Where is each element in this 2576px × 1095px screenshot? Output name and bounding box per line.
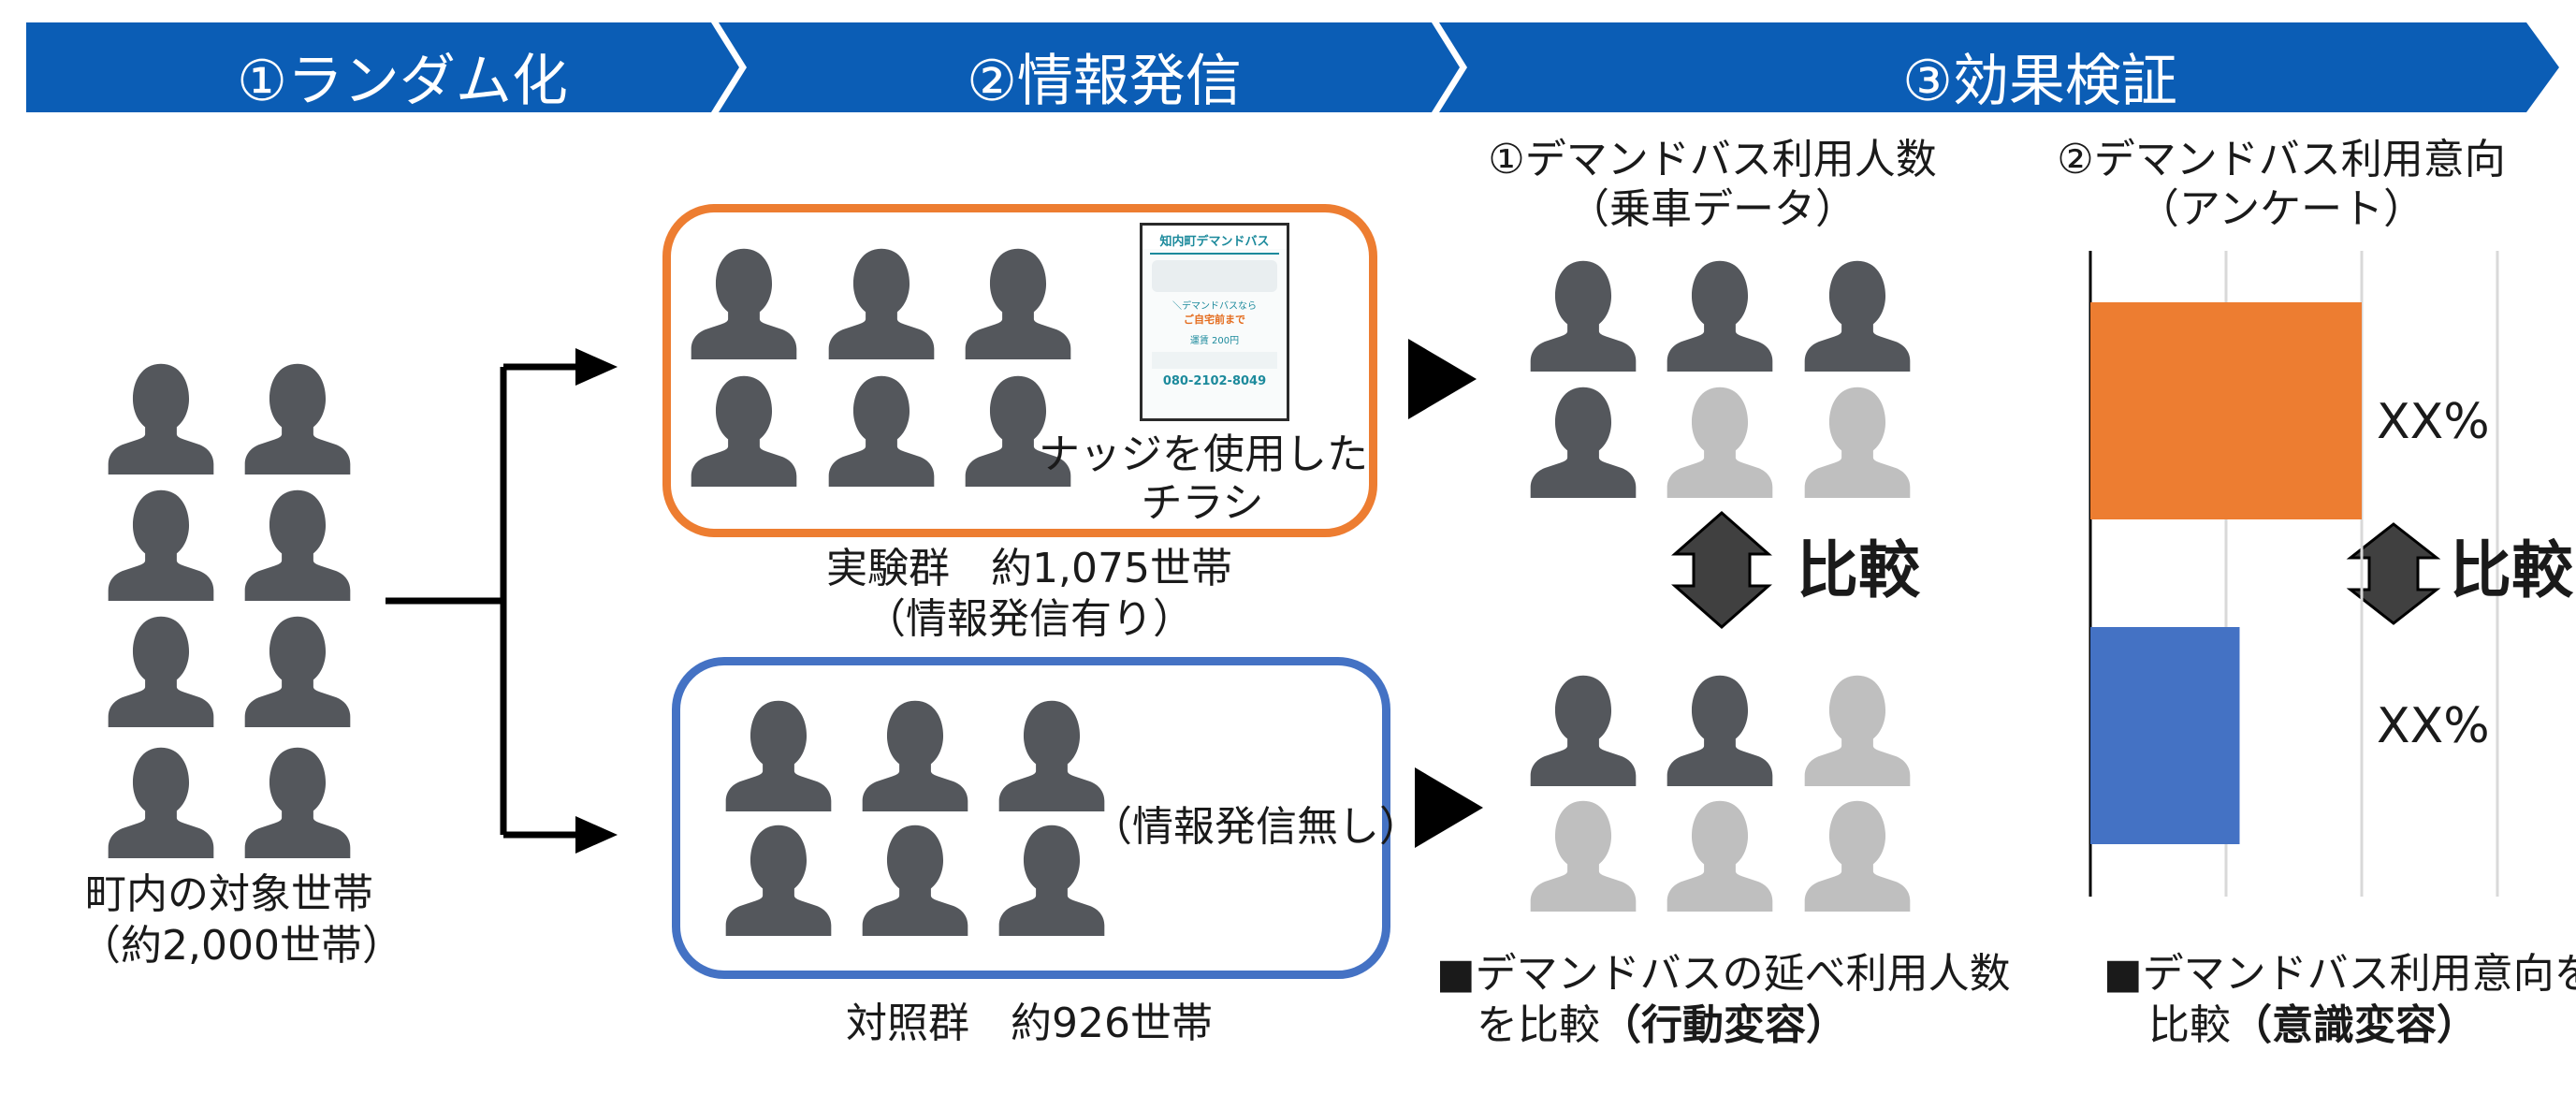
step1-label: ①ランダム化 — [237, 49, 568, 114]
verification2-note-1: ■デマンドバス利用意向を — [2103, 950, 2576, 998]
person-icon — [244, 489, 351, 601]
flyer-headline1: ＼デマンドバスなら — [1172, 301, 1257, 312]
step2-chevron — [719, 22, 1460, 112]
control-inner-label: （情報発信無し） — [1091, 803, 1420, 851]
step2-label: ②情報発信 — [967, 49, 1242, 114]
experiment-group-sublabel: （情報発信有り） — [865, 595, 1194, 643]
flyer-fare: 運賃 200円 — [1189, 336, 1240, 346]
person-icon — [244, 747, 351, 858]
verification2-title: ②デマンドバス利用意向 — [2057, 136, 2506, 183]
note2-prefix: 比較 — [2148, 1001, 2231, 1049]
population-label-2: （約2,000世帯） — [80, 922, 403, 970]
person-icon — [1804, 387, 1911, 498]
arrow-head-bottom — [575, 816, 618, 854]
pointer-triangle-bottom — [1415, 767, 1483, 848]
verification-bottom-persons — [1530, 675, 1911, 912]
bar-value-label: XX% — [2377, 698, 2490, 754]
person-icon — [1530, 800, 1637, 912]
chart-bar-0 — [2090, 302, 2362, 519]
verification1-note-1: ■デマンドバスの延べ利用人数 — [1436, 950, 2011, 998]
person-icon — [1530, 675, 1637, 786]
step1-chevron — [26, 22, 739, 112]
step3-label: ③効果検証 — [1902, 49, 2177, 114]
experiment-group-box — [662, 204, 1377, 537]
survey-chart — [2088, 251, 2499, 897]
step3-chevron — [1439, 22, 2559, 112]
person-icon — [1804, 800, 1911, 912]
verification1-subtitle: （乗車データ） — [1568, 185, 1856, 233]
person-icon — [1530, 387, 1637, 498]
person-icon — [1530, 260, 1637, 372]
person-icon — [108, 616, 214, 727]
experiment-group-label: 実験群 約1,075世帯 — [826, 545, 1232, 592]
compare-label-2: 比較 — [2450, 534, 2573, 606]
compare-arrow-2 — [2346, 522, 2441, 625]
note2-prefix: を比較 — [1477, 1001, 1600, 1049]
flyer-phone: 080-2102-8049 — [1162, 374, 1267, 388]
chart-bar-1 — [2090, 627, 2240, 844]
arrow-head-top — [575, 348, 618, 386]
person-icon — [1666, 675, 1773, 786]
pointer-triangle-top — [1408, 339, 1477, 419]
flyer-headline2: ご自宅前まで — [1184, 314, 1245, 326]
flyer-caption-2: チラシ — [1141, 479, 1264, 527]
population-persons — [108, 363, 351, 858]
control-group-label: 対照群 約926世帯 — [846, 1000, 1213, 1047]
compare-label-1: 比較 — [1797, 534, 1920, 606]
note2-bold: （行動変容） — [1600, 1001, 1847, 1049]
person-icon — [244, 616, 351, 727]
person-icon — [244, 363, 351, 474]
flyer-title: 知内町デマンドバス — [1142, 226, 1287, 249]
split-arrows — [386, 363, 580, 839]
verification1-note-2: を比較（行動変容） — [1477, 1001, 1847, 1051]
person-icon — [1666, 800, 1773, 912]
person-icon — [1666, 260, 1773, 372]
process-header — [26, 22, 2559, 112]
verification2-note-2: 比較（意識変容） — [2148, 1001, 2478, 1051]
person-icon — [108, 363, 214, 474]
person-icon — [108, 489, 214, 601]
flyer-caption-1: ナッジを使用した — [1039, 431, 1368, 478]
nudge-flyer-image: 知内町デマンドバス ＼デマンドバスなら ご自宅前まで 運賃 200円 080-2… — [1140, 223, 1289, 421]
compare-arrow-1 — [1671, 511, 1772, 629]
control-group-box — [672, 657, 1390, 979]
population-label-1: 町内の対象世帯 — [85, 870, 373, 918]
verification1-title: ①デマンドバス利用人数 — [1488, 136, 1937, 183]
verification2-subtitle: （アンケート） — [2137, 185, 2425, 233]
person-icon — [108, 747, 214, 858]
person-icon — [1804, 260, 1911, 372]
note2-bold: （意識変容） — [2231, 1001, 2478, 1049]
person-icon — [1804, 675, 1911, 786]
verification-top-persons — [1530, 260, 1911, 498]
bar-value-label: XX% — [2377, 394, 2490, 450]
person-icon — [1666, 387, 1773, 498]
